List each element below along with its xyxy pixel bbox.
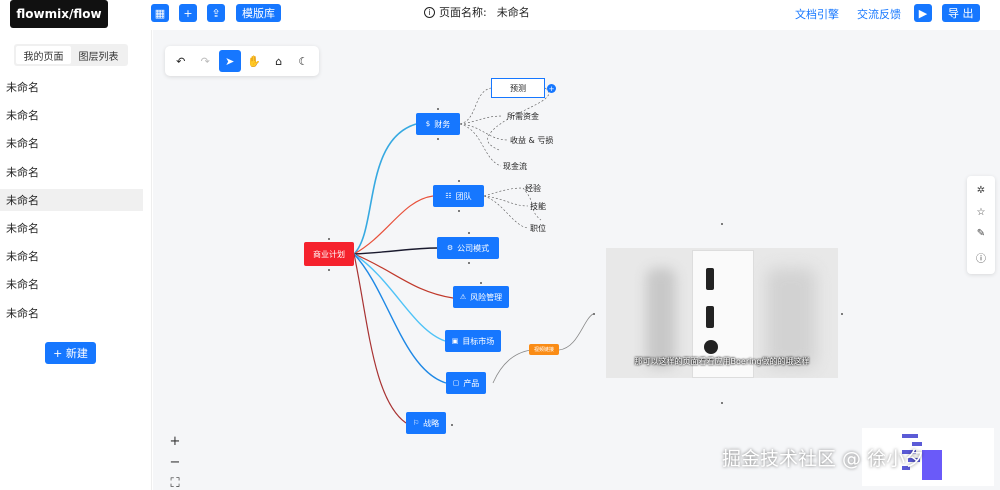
sidebar: 我的页面 图层列表 未命名 未命名 未命名 未命名 未命名 未命名 未命名 未命… <box>0 30 152 490</box>
page-item[interactable]: 未命名 <box>6 165 39 179</box>
gear-icon: ⚙ <box>446 244 454 252</box>
sparkle-icon[interactable]: ✲ <box>976 185 986 197</box>
node-funding[interactable]: 所需资金 <box>507 112 539 121</box>
grid-icon[interactable]: ▦ <box>151 4 169 22</box>
anchor-dot[interactable] <box>458 210 460 212</box>
node-cashflow[interactable]: 现金流 <box>503 162 527 171</box>
node-risk-management[interactable]: ⚠ 风险管理 <box>453 286 509 308</box>
undo-icon[interactable]: ↶ <box>176 54 186 68</box>
pointer-icon[interactable]: ➤ <box>219 50 241 72</box>
mindmap-edges <box>353 87 594 424</box>
page-name-label: 页面名称: <box>439 6 487 19</box>
export-button[interactable]: 导 出 <box>942 4 980 22</box>
add-icon[interactable]: + <box>179 4 197 22</box>
page-item[interactable]: 未命名 <box>6 109 39 123</box>
anchor-dot[interactable] <box>328 238 330 240</box>
template-library-button[interactable]: 模版库 <box>236 4 281 22</box>
page-list: 未命名 未命名 未命名 未命名 未命名 未命名 未命名 未命名 未命名 <box>0 76 143 330</box>
anchor-dot[interactable] <box>721 402 723 404</box>
anchor-dot[interactable] <box>328 269 330 271</box>
star-icon[interactable]: ☆ <box>976 206 986 218</box>
canvas-toolbar: ↶ ↷ ➤ ✋ ⌂ ☾ <box>165 46 319 76</box>
strategy-icon: ⚐ <box>412 419 420 427</box>
node-business-model[interactable]: ⚙ 公司模式 <box>437 237 499 259</box>
tab-my-pages[interactable]: 我的页面 <box>16 46 71 64</box>
anchor-dot[interactable] <box>468 232 470 234</box>
top-bar: flowmix/flow ▦ + ⇪ 模版库 i 页面名称: 未命名 文档引擎 … <box>0 0 1000 30</box>
node-target-market[interactable]: ▣ 目标市场 <box>445 330 501 352</box>
feedback-link[interactable]: 交流反馈 <box>857 8 901 21</box>
video-blur <box>766 268 816 368</box>
play-icon[interactable]: ▶ <box>914 4 932 22</box>
tab-layer-list[interactable]: 图层列表 <box>78 51 119 63</box>
zoom-in-icon[interactable]: + <box>169 434 181 449</box>
hand-icon[interactable]: ✋ <box>247 54 262 68</box>
node-team[interactable]: ☷ 团队 <box>433 185 484 207</box>
moon-icon[interactable]: ☾ <box>298 54 309 68</box>
page-item[interactable]: 未命名 <box>6 250 39 264</box>
page-item[interactable]: 未命名 <box>6 278 39 292</box>
page-item[interactable]: 未命名 <box>6 81 39 94</box>
node-finance[interactable]: $ 财务 <box>416 113 460 135</box>
zoom-controls: + − ⛶ <box>167 434 183 490</box>
box-icon: ▢ <box>452 379 460 387</box>
mindmap-root[interactable]: 商业计划 <box>304 242 354 266</box>
palette-icon[interactable]: ✎ <box>976 228 986 240</box>
anchor-dot[interactable] <box>721 223 723 225</box>
page-item[interactable]: 未命名 <box>6 137 39 151</box>
sidebar-tabs: 我的页面 图层列表 <box>14 44 128 66</box>
page-item[interactable]: 未命名 <box>6 221 39 235</box>
anchor-dot[interactable] <box>458 180 460 182</box>
upload-icon[interactable]: ⇪ <box>207 4 225 22</box>
product-image <box>706 268 714 290</box>
anchor-dot[interactable] <box>437 138 439 140</box>
anchor-dot[interactable] <box>437 108 439 110</box>
shape-icon[interactable]: ⌂ <box>275 54 283 68</box>
canvas[interactable]: ↶ ↷ ➤ ✋ ⌂ ☾ 商业计划 $ 财务 ☷ 团队 ⚙ 公司模式 ⚠ 风险管理… <box>153 30 1000 490</box>
node-profit-loss[interactable]: 收益 & 亏损 <box>510 136 554 145</box>
node-experience[interactable]: 经验 <box>525 184 541 193</box>
zoom-out-icon[interactable]: − <box>169 455 181 470</box>
product-image <box>706 306 714 328</box>
page-item-selected[interactable]: 未命名 <box>0 188 143 211</box>
product-image <box>704 340 718 354</box>
watermark: 掘金技术社区 @ 徐小夕 <box>712 420 1000 490</box>
anchor-dot[interactable] <box>480 282 482 284</box>
video-blur <box>646 268 676 368</box>
info-icon: i <box>424 6 435 18</box>
app-logo: flowmix/flow <box>10 0 108 28</box>
page-name: i 页面名称: 未命名 <box>424 4 530 20</box>
page-name-value[interactable]: 未命名 <box>496 6 530 19</box>
video-phone-screen <box>692 250 754 378</box>
node-forecast-selected[interactable]: 预测 <box>491 78 545 98</box>
node-position[interactable]: 职位 <box>530 224 546 233</box>
market-icon: ▣ <box>451 337 459 345</box>
page-item[interactable]: 未命名 <box>6 306 39 320</box>
embedded-video[interactable]: 那可以这样的页面看看应用Boering做的的哦这样 <box>606 248 838 378</box>
team-icon: ☷ <box>445 192 452 200</box>
info-icon[interactable]: ⓘ <box>976 253 986 265</box>
anchor-dot[interactable] <box>593 313 595 315</box>
fit-screen-icon[interactable]: ⛶ <box>170 476 180 490</box>
risk-icon: ⚠ <box>459 293 467 301</box>
video-link-tag[interactable]: 视频链接 <box>529 344 559 355</box>
finance-icon: $ <box>425 120 431 128</box>
watermark-text: 掘金技术社区 @ 徐小夕 <box>722 448 925 470</box>
node-product[interactable]: ▢ 产品 <box>446 372 486 394</box>
watermark-logo <box>902 434 942 480</box>
add-child-icon[interactable]: + <box>547 84 556 93</box>
node-strategy[interactable]: ⚐ 战略 <box>406 412 446 434</box>
anchor-dot[interactable] <box>468 262 470 264</box>
video-caption: 那可以这样的页面看看应用Boering做的的哦这样 <box>634 357 810 366</box>
anchor-dot[interactable] <box>841 313 843 315</box>
anchor-dot[interactable] <box>451 424 453 426</box>
node-skills[interactable]: 技能 <box>530 202 546 211</box>
redo-icon[interactable]: ↷ <box>200 54 210 68</box>
new-page-button[interactable]: + 新建 <box>45 342 96 364</box>
docs-link[interactable]: 文档引擎 <box>795 8 839 21</box>
right-toolbar: ✲ ☆ ✎ ⓘ <box>967 176 995 274</box>
